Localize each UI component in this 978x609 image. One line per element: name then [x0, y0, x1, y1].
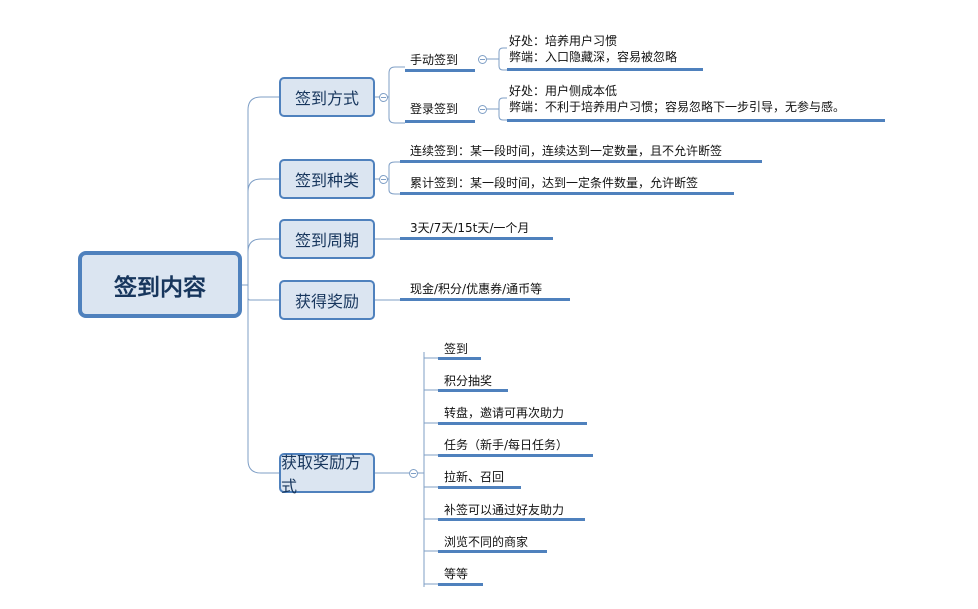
subtopic-reward-types[interactable]: 现金/积分/优惠券/通币等 — [410, 282, 543, 296]
collapse-toggle-icon[interactable] — [478, 105, 487, 114]
collapse-toggle-icon[interactable] — [478, 55, 487, 64]
underline — [405, 120, 475, 123]
collapse-toggle-icon[interactable] — [379, 93, 388, 102]
list-item[interactable]: 浏览不同的商家 — [444, 535, 529, 549]
list-item[interactable]: 补签可以通过好友助力 — [444, 503, 565, 517]
underline — [400, 192, 734, 195]
underline — [400, 298, 570, 301]
subtopic-login-signin[interactable]: 登录签到 — [410, 102, 459, 116]
central-topic[interactable]: 签到内容 — [78, 251, 242, 318]
detail-con: 弊端：入口隐藏深，容易被忽略 — [509, 50, 678, 64]
collapse-toggle-icon[interactable] — [409, 469, 418, 478]
underline — [507, 119, 885, 122]
subtopic-manual-signin[interactable]: 手动签到 — [410, 53, 459, 67]
list-item[interactable]: 拉新、召回 — [444, 470, 505, 484]
subtopic-periods[interactable]: 3天/7天/15t天/一个月 — [410, 221, 530, 235]
detail-pro: 好处：用户侧成本低 — [509, 84, 618, 98]
list-item[interactable]: 转盘，邀请可再次助力 — [444, 406, 565, 420]
detail-pro: 好处：培养用户习惯 — [509, 34, 618, 48]
subtopic-cumulative-signin[interactable]: 累计签到：某一段时间，达到一定条件数量，允许断签 — [410, 176, 699, 190]
underline — [438, 454, 593, 457]
subtopic-details[interactable]: 好处：培养用户习惯 弊端：入口隐藏深，容易被忽略 — [509, 33, 677, 65]
list-item[interactable]: 积分抽奖 — [444, 374, 493, 388]
branch-signin-method[interactable]: 签到方式 — [279, 77, 375, 117]
branch-rewards[interactable]: 获得奖励 — [279, 280, 375, 320]
underline — [438, 422, 587, 425]
underline — [400, 237, 553, 240]
underline — [438, 357, 481, 360]
underline — [438, 550, 547, 553]
list-item[interactable]: 等等 — [444, 567, 469, 581]
branch-signin-type[interactable]: 签到种类 — [279, 159, 375, 199]
branch-reward-methods[interactable]: 获取奖励方式 — [279, 453, 375, 496]
underline — [507, 68, 703, 71]
collapse-toggle-icon[interactable] — [379, 175, 388, 184]
underline — [438, 583, 483, 586]
underline — [438, 389, 508, 392]
underline — [400, 160, 762, 163]
subtopic-details[interactable]: 好处：用户侧成本低 弊端：不利于培养用户习惯；容易忽略下一步引导，无参与感。 — [509, 83, 845, 115]
underline — [438, 486, 521, 489]
branch-signin-period[interactable]: 签到周期 — [279, 219, 375, 259]
subtopic-continuous-signin[interactable]: 连续签到：某一段时间，连续达到一定数量，且不允许断签 — [410, 144, 723, 158]
underline — [405, 69, 475, 72]
underline — [438, 518, 585, 521]
list-item[interactable]: 签到 — [444, 342, 469, 356]
detail-con: 弊端：不利于培养用户习惯；容易忽略下一步引导，无参与感。 — [509, 100, 846, 114]
list-item[interactable]: 任务（新手/每日任务） — [444, 438, 569, 452]
